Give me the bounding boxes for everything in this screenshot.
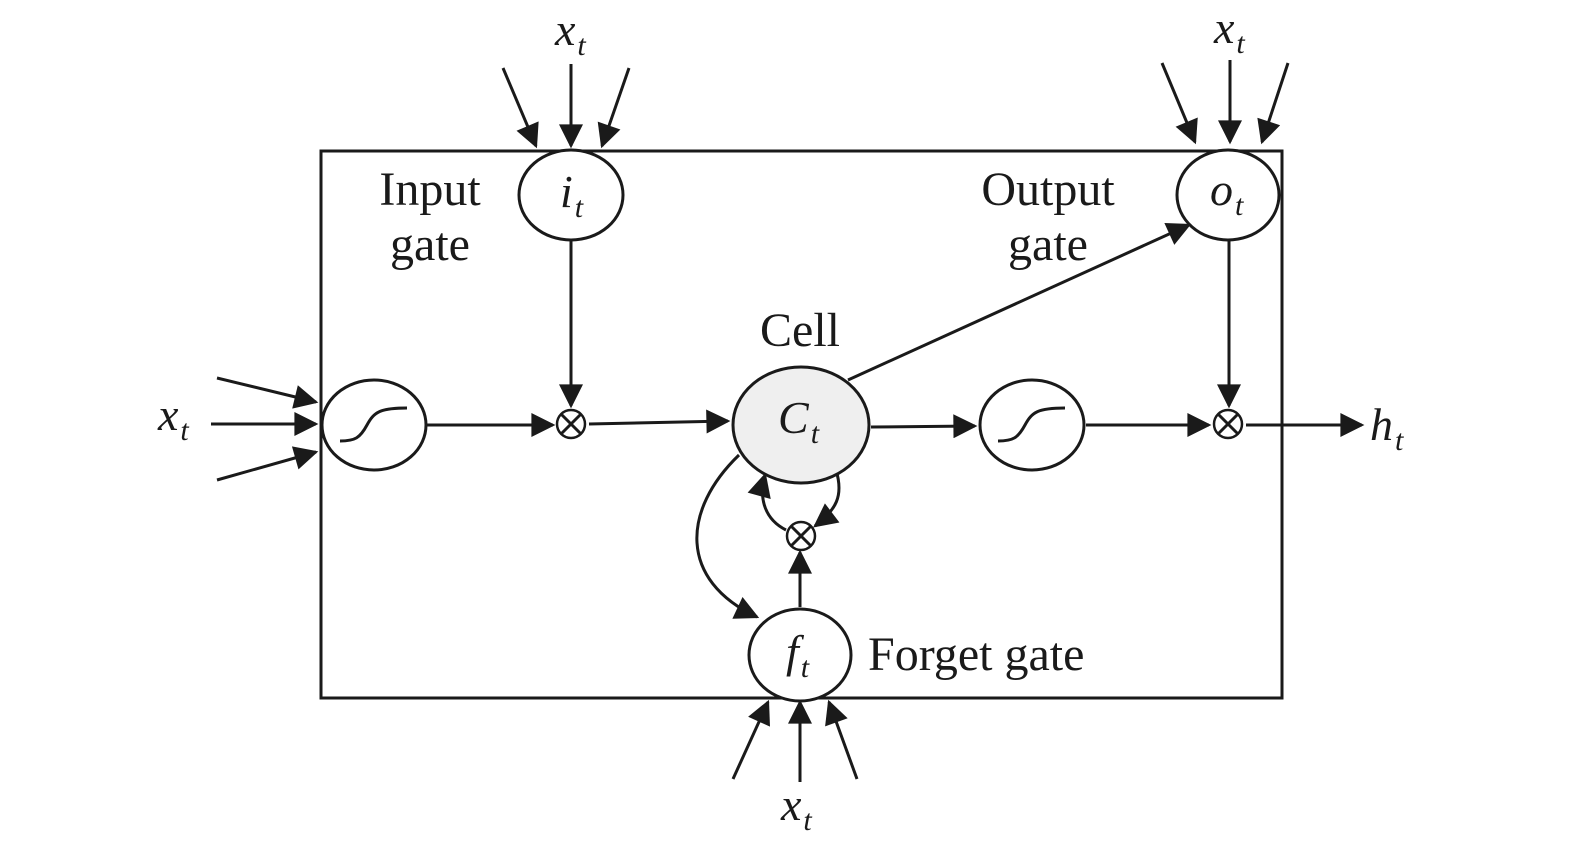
output-gate-node [1175, 148, 1281, 242]
arrow-cell-to-sigmoid [870, 414, 978, 439]
multiply-icon [1212, 408, 1244, 440]
input-gate-node [517, 148, 625, 242]
sigmoid-icon [339, 406, 408, 443]
output-gate-label-line1: Output [981, 163, 1115, 216]
output-gate-label-line2: gate [1008, 218, 1088, 271]
forget-gate-label: Forget gate [868, 628, 1084, 681]
hidden-output-symbol: ht [1370, 399, 1404, 457]
forget-gate-incoming-arrows [731, 699, 859, 782]
input-top-left-symbol: xt [554, 4, 586, 62]
multiply-icon [555, 408, 587, 440]
arrow-mult-to-cell-loop-left [747, 472, 787, 532]
input-gate-label-line2: gate [390, 218, 470, 271]
input-gate-symbol: it [560, 166, 584, 224]
arrow-cell-to-forget-gate [695, 453, 760, 619]
output-sigmoid-node [978, 378, 1086, 472]
arrow-mult-to-cell [588, 409, 731, 434]
input-gate-incoming-arrows [501, 64, 631, 149]
forget-gate-node [747, 607, 853, 703]
input-left-symbol: xt [157, 389, 189, 447]
output-gate-incoming-arrows [1160, 60, 1290, 145]
input-bottom-symbol: xt [780, 779, 812, 837]
cell-node [731, 365, 871, 485]
left-incoming-arrows [211, 376, 319, 482]
arrow-cell-self-loop-right [813, 469, 841, 528]
output-gate-symbol: ot [1210, 164, 1244, 222]
input-top-right-symbol: xt [1213, 2, 1245, 60]
multiply-icon [785, 520, 817, 552]
input-sigmoid-node [320, 378, 428, 472]
cell-state-symbol: Ct [778, 392, 820, 450]
sigmoid-icon [997, 406, 1066, 443]
input-gate-label-line1: Input [379, 163, 481, 216]
cell-label: Cell [760, 304, 840, 357]
arrow-cell-to-output-gate [847, 223, 1192, 382]
